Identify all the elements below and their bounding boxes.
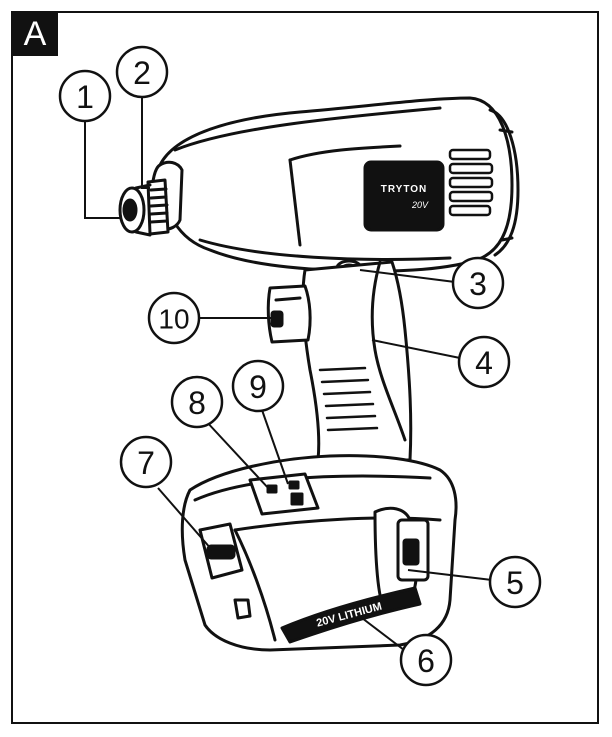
battery-label-strip xyxy=(280,586,422,644)
callout-5 xyxy=(488,555,542,609)
brand-name: TRYTON xyxy=(381,184,428,195)
callout-4 xyxy=(457,335,511,389)
callout-5-label: 5 xyxy=(506,565,524,601)
grip xyxy=(301,260,413,462)
callout-10-label: 10 xyxy=(158,304,189,335)
callout-4-label: 4 xyxy=(475,345,493,381)
panel-label: A xyxy=(12,12,58,56)
callout-8 xyxy=(170,375,224,429)
brand-badge xyxy=(363,160,445,232)
callout-7 xyxy=(119,435,173,489)
motor-housing xyxy=(158,96,514,273)
callout-1 xyxy=(58,69,112,123)
callout-9 xyxy=(231,359,285,413)
grip-texture xyxy=(318,366,379,432)
callout-2-label: 2 xyxy=(133,55,151,91)
callout-3 xyxy=(451,256,505,310)
callout-6 xyxy=(399,633,453,687)
callout-8-label: 8 xyxy=(188,385,206,421)
rear-vents xyxy=(448,148,494,217)
brand-voltage: 20V xyxy=(411,200,429,210)
callout-9-label: 9 xyxy=(249,369,267,405)
callout-1-label: 1 xyxy=(76,79,94,115)
leader-lines xyxy=(84,96,493,651)
figure-frame xyxy=(11,11,599,724)
callout-6-label: 6 xyxy=(417,643,435,679)
callout-3-label: 3 xyxy=(469,266,487,302)
callout-7-label: 7 xyxy=(137,445,155,481)
callout-2 xyxy=(115,45,169,99)
callout-10 xyxy=(147,291,201,345)
